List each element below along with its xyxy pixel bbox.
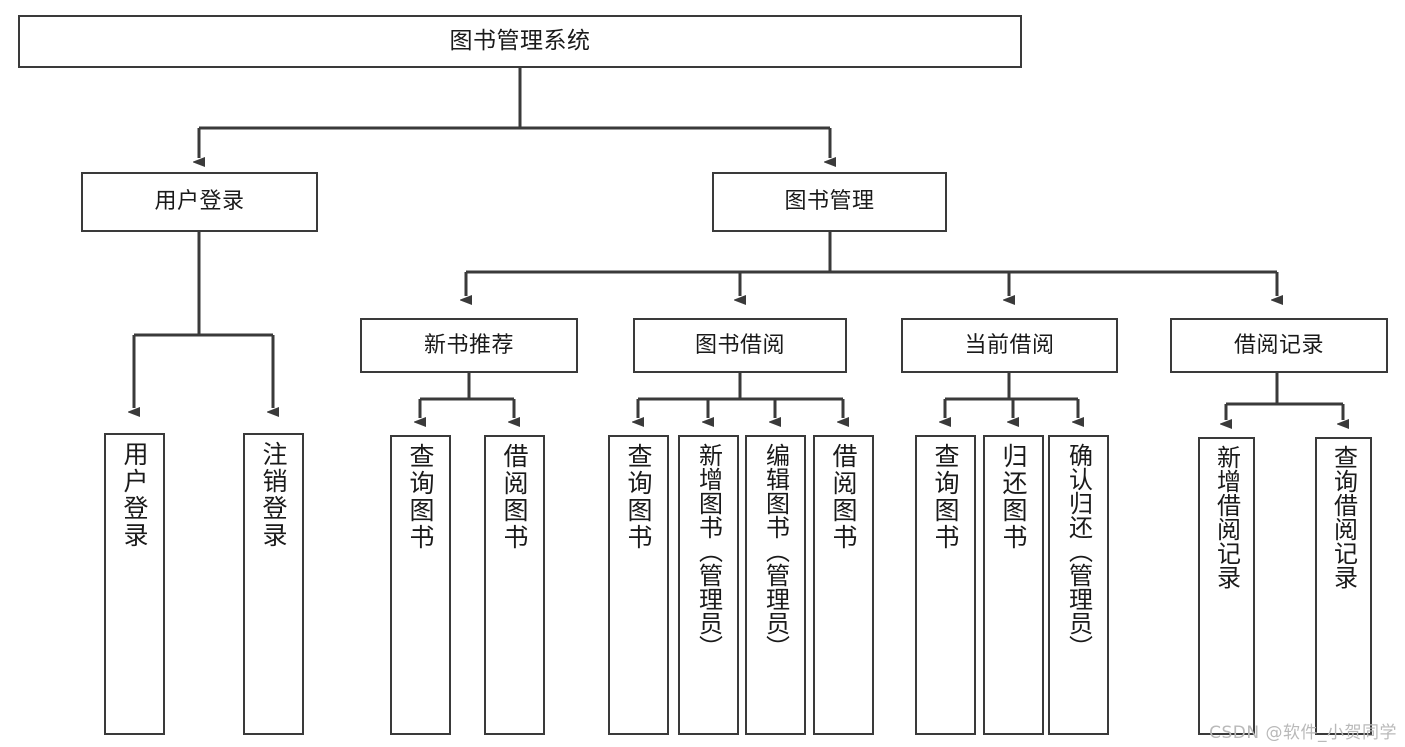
- leaf-current-borrow-query[interactable]: 查询图书: [915, 435, 976, 735]
- node-label: 当前借阅: [964, 332, 1055, 358]
- leaf-user-login-login[interactable]: 用户登录: [104, 433, 165, 735]
- node-book-management[interactable]: 图书管理: [712, 172, 947, 232]
- leaf-book-borrow-edit[interactable]: 编辑图书（管理员）: [745, 435, 806, 735]
- leaf-user-login-logout[interactable]: 注销登录: [243, 433, 304, 735]
- node-label: 新增图书（管理员）: [694, 443, 723, 659]
- leaf-new-books-borrow[interactable]: 借阅图书: [484, 435, 545, 735]
- node-label: 查询图书: [406, 443, 435, 551]
- csdn-watermark: CSDN @软件_小贺同学: [1209, 723, 1397, 743]
- node-label: 借阅图书: [829, 443, 858, 551]
- leaf-current-borrow-confirm-return[interactable]: 确认归还（管理员）: [1048, 435, 1109, 735]
- node-label: 查询图书: [624, 443, 653, 551]
- node-label: 编辑图书（管理员）: [761, 443, 790, 659]
- node-new-book-recommend[interactable]: 新书推荐: [360, 318, 578, 373]
- node-label: 图书管理: [784, 189, 875, 215]
- node-label: 归还图书: [999, 443, 1028, 551]
- leaf-borrow-records-add[interactable]: 新增借阅记录: [1198, 437, 1255, 735]
- node-label: 用户登录: [154, 189, 245, 215]
- node-label: 新增借阅记录: [1212, 445, 1241, 589]
- node-label: 图书借阅: [694, 332, 785, 358]
- node-root-system[interactable]: 图书管理系统: [18, 15, 1022, 68]
- leaf-book-borrow-borrow[interactable]: 借阅图书: [813, 435, 874, 735]
- node-label: 图书管理系统: [449, 28, 591, 55]
- node-current-borrow[interactable]: 当前借阅: [901, 318, 1118, 373]
- node-user-login[interactable]: 用户登录: [81, 172, 318, 232]
- node-borrow-records[interactable]: 借阅记录: [1170, 318, 1388, 373]
- node-label: 查询图书: [931, 443, 960, 551]
- leaf-book-borrow-query[interactable]: 查询图书: [608, 435, 669, 735]
- leaf-new-books-query[interactable]: 查询图书: [390, 435, 451, 735]
- leaf-book-borrow-add[interactable]: 新增图书（管理员）: [678, 435, 739, 735]
- node-label: 查询借阅记录: [1329, 445, 1358, 589]
- node-label: 借阅记录: [1233, 332, 1324, 358]
- node-book-borrow[interactable]: 图书借阅: [633, 318, 847, 373]
- node-label: 确认归还（管理员）: [1064, 443, 1093, 659]
- node-label: 用户登录: [120, 441, 149, 549]
- leaf-current-borrow-return[interactable]: 归还图书: [983, 435, 1044, 735]
- node-label: 借阅图书: [500, 443, 529, 551]
- node-label: 注销登录: [259, 441, 288, 549]
- node-label: 新书推荐: [423, 332, 514, 358]
- leaf-borrow-records-query[interactable]: 查询借阅记录: [1315, 437, 1372, 735]
